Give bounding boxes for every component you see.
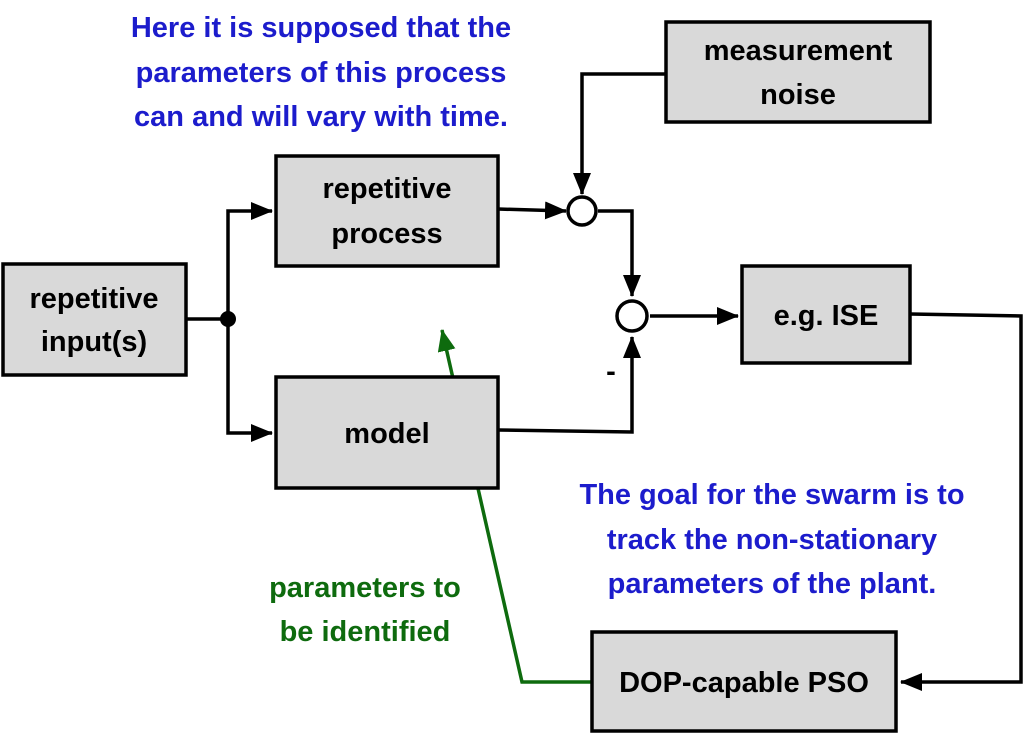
- block-ise: e.g. ISE: [740, 264, 912, 365]
- block-measurement-noise: measurement noise: [664, 20, 932, 124]
- block-model: model: [274, 375, 500, 490]
- minus-sign: -: [606, 356, 616, 388]
- pso-label: DOP-capable PSO: [619, 667, 869, 699]
- wire-branch-to-process: [226, 202, 273, 319]
- swarm-note-line1: The goal for the swarm is to: [579, 479, 964, 511]
- wire-sum1-to-sum2: [598, 209, 641, 297]
- parameters-note-line2: be identified: [280, 616, 451, 648]
- model-label: model: [344, 418, 429, 450]
- swarm-note-line2: track the non-stationary: [607, 524, 937, 556]
- branch-point: [220, 311, 236, 327]
- swarm-note-line3: parameters of the plant.: [608, 568, 937, 600]
- wire-ise-to-pso: [900, 312, 1023, 691]
- process-note-line3: can and will vary with time.: [134, 101, 508, 133]
- input-label-line1: repetitive: [30, 283, 159, 315]
- process-note-line2: parameters of this process: [136, 57, 507, 89]
- sum-junction-noise: [566, 195, 598, 227]
- ise-label: e.g. ISE: [774, 300, 879, 332]
- block-repetitive-process: repetitive process: [274, 154, 500, 268]
- wire-model-to-sum2: [497, 336, 641, 434]
- wire-noise-to-sum1: [573, 72, 666, 195]
- noise-label-line2: noise: [760, 79, 836, 111]
- process-label-line2: process: [331, 218, 442, 250]
- sum-junction-error: [615, 299, 649, 333]
- input-label-line2: input(s): [41, 326, 147, 358]
- block-dop-pso: DOP-capable PSO: [590, 630, 898, 733]
- process-note: Here it is supposed that the parameters …: [131, 12, 511, 133]
- process-note-line1: Here it is supposed that the: [131, 12, 511, 44]
- swarm-note: The goal for the swarm is to track the n…: [579, 479, 964, 600]
- block-repetitive-input: repetitive input(s): [1, 262, 188, 377]
- wire-branch-to-model: [226, 319, 273, 442]
- noise-label-line1: measurement: [704, 35, 893, 67]
- wire-process-to-sum1: [497, 201, 567, 220]
- parameters-note: parameters to be identified: [269, 572, 461, 648]
- parameters-note-line1: parameters to: [269, 572, 461, 604]
- process-label-line1: repetitive: [323, 173, 452, 205]
